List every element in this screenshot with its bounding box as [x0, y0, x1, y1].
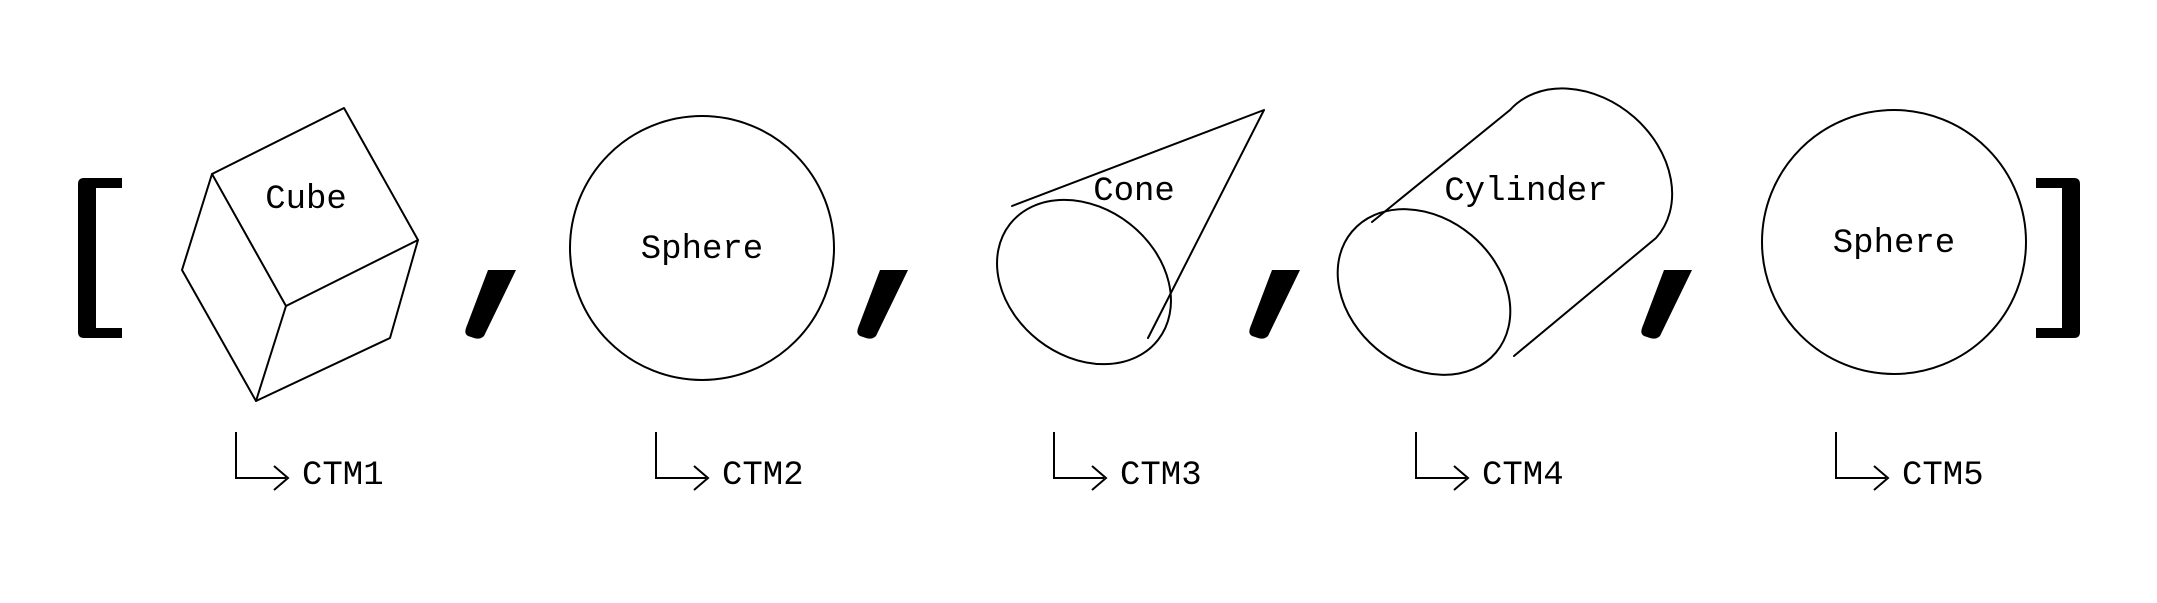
list-item-cube: Cube CTM1 — [181, 107, 419, 495]
ctm5-label: CTM5 — [1902, 457, 1984, 495]
open-bracket — [78, 178, 122, 338]
comma-separator — [857, 270, 908, 339]
comma-separator — [1641, 270, 1692, 339]
list-item-sphere: Sphere CTM2 — [569, 115, 835, 495]
close-bracket — [2036, 178, 2080, 338]
sphere-label: Sphere — [1833, 225, 1955, 263]
ctm1-arrow-icon — [235, 432, 290, 491]
list-item-cone: Cone CTM3 — [996, 109, 1265, 495]
ctm3-arrow-icon — [1053, 432, 1108, 491]
cylinder-icon — [1336, 87, 1674, 376]
ctm5-arrow-icon — [1835, 432, 1890, 491]
ctm2-label: CTM2 — [722, 457, 804, 495]
ctm2-arrow-icon — [655, 432, 710, 491]
cube-label: Cube — [265, 181, 347, 219]
list-item-cylinder: Cylinder CTM4 — [1336, 87, 1674, 495]
ctm3-label: CTM3 — [1120, 457, 1202, 495]
sphere-label: Sphere — [641, 231, 763, 269]
sphere-icon — [569, 115, 835, 381]
cube-icon — [181, 107, 419, 402]
comma-separator — [1249, 270, 1300, 339]
cylinder-label: Cylinder — [1444, 173, 1607, 211]
list-item-sphere: Sphere CTM5 — [1761, 109, 2027, 495]
ctm1-label: CTM1 — [302, 457, 384, 495]
ctm4-label: CTM4 — [1482, 457, 1564, 495]
sphere-icon — [1761, 109, 2027, 375]
cone-icon — [996, 109, 1265, 366]
comma-separator — [465, 270, 516, 339]
cone-label: Cone — [1093, 173, 1175, 211]
ctm4-arrow-icon — [1415, 432, 1470, 491]
